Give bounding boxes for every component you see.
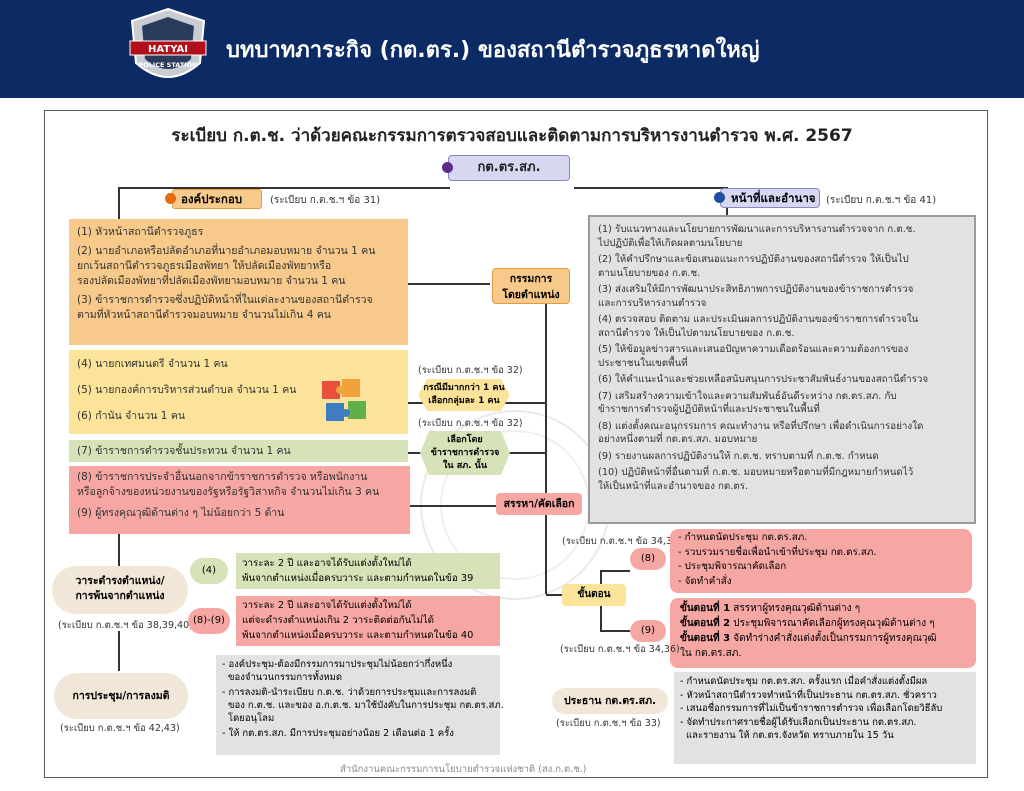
- steps-9-item: ขั้นตอนที่ 1 สรรหาผู้ทรงคุณวุฒิด้านต่าง …: [680, 601, 966, 616]
- top-node: กต.ตร.สภ.: [448, 155, 570, 181]
- connector: [574, 187, 726, 189]
- steps-key-9: (9): [630, 620, 666, 642]
- duty-item: (2) ให้คำปรึกษาและข้อเสนอแนะการปฏิบัติงา…: [598, 254, 909, 279]
- chair-ref: (ระเบียบ ก.ต.ช.ฯ ข้อ 33): [556, 718, 661, 729]
- composition-group-1: (1) หัวหน้าสถานีตำรวจภูธร (2) นายอำเภอหร…: [69, 219, 408, 345]
- chair-node: ประธาน กต.ตร.สภ.: [552, 688, 668, 714]
- composition-item: (6) กำนัน จำนวน 1 คน: [77, 410, 186, 422]
- connector: [546, 594, 566, 596]
- composition-item: (7) ข้าราชการตำรวจชั้นประทวน จำนวน 1 คน: [69, 440, 408, 462]
- chair-item: - จัดทำประกาศรายชื่อผู้ได้รับเลือกเป็นปร…: [680, 716, 917, 742]
- more-than-one-node: กรณีมีมากกว่า 1 คน เลือกกลุ่มละ 1 คน: [418, 379, 510, 411]
- steps-8-item: - จัดทำคำสั่ง: [678, 575, 732, 587]
- police-station-logo: HATYAI POLICE STATION: [129, 7, 207, 78]
- connector: [410, 505, 496, 507]
- steps-8-item: - ประชุมพิจารณาคัดเลือก: [678, 561, 787, 572]
- connector: [120, 187, 450, 189]
- meeting-node: การประชุม/การลงมติ: [54, 673, 188, 719]
- ref-label: (ระเบียบ ก.ต.ช.ฯ ข้อ 32): [418, 365, 523, 376]
- chair-item: - กำหนดนัดประชุม กต.ตร.สภ. ครั้งแรก เมื่…: [680, 676, 928, 687]
- ref-label: (ระเบียบ ก.ต.ช.ฯ ข้อ 32): [418, 418, 523, 429]
- chair-item: - เสนอชื่อกรรมการที่ไม่เป็นข้าราชการตำรว…: [680, 703, 943, 714]
- duties-list: (1) รับแนวทางและนโยบายการพัฒนาและการบริห…: [588, 215, 976, 524]
- duty-item: (5) ให้ข้อมูลข่าวสารและเสนอปัญหาความเดือ…: [598, 344, 909, 369]
- connector: [118, 187, 120, 219]
- by-position-node: กรรมการ โดยตำแหน่ง: [492, 268, 570, 304]
- step-text: ประชุมพิจารณาคัดเลือกผู้ทรงคุณวุฒิด้านต่…: [730, 618, 935, 629]
- meeting-item: - การลงมติ-นำระเบียบ ก.ต.ช. ว่าด้วยการปร…: [222, 687, 504, 724]
- bullet-dot: [442, 162, 453, 173]
- duty-item: (1) รับแนวทางและนโยบายการพัฒนาและการบริห…: [598, 224, 916, 249]
- connector: [118, 534, 120, 566]
- composition-item: (1) หัวหน้าสถานีตำรวจภูธร: [77, 226, 204, 238]
- chair-item: - หัวหน้าสถานีตำรวจทำหน้าที่เป็นประธาน ก…: [680, 689, 937, 701]
- bullet-dot: [165, 193, 176, 204]
- logo-text-top: HATYAI: [148, 44, 188, 55]
- connector: [545, 300, 547, 594]
- select-node: สรรหา/คัดเลือก: [496, 493, 582, 515]
- steps-ref-a: (ระเบียบ ก.ต.ช.ฯ ข้อ 34,35): [562, 536, 682, 547]
- logo-text-bottom: POLICE STATION: [138, 61, 197, 69]
- steps-8-item: - กำหนดนัดประชุม กต.ตร.สภ.: [678, 532, 808, 543]
- bullet-dot: [714, 192, 725, 203]
- duties-ref: (ระเบียบ ก.ต.ช.ฯ ข้อ 41): [826, 195, 937, 206]
- duty-item: (3) ส่งเสริมให้มีการพัฒนาประสิทธิภาพการป…: [598, 284, 914, 309]
- term-key-89: (8)-(9): [188, 608, 230, 634]
- step-number: ขั้นตอนที่ 2: [680, 618, 731, 629]
- puzzle-icon: [322, 379, 366, 421]
- duty-item: (9) รายงานผลการปฏิบัติงานให้ ก.ต.ช. ทราบ…: [598, 450, 879, 462]
- connector: [118, 631, 120, 671]
- meeting-list: - องค์ประชุม-ต้องมีกรรมการมาประชุมไม่น้อ…: [216, 655, 504, 755]
- steps-node: ขั้นตอน: [562, 584, 626, 606]
- composition-group-2: (4) นายกเทศมนตรี จำนวน 1 คน (5) นายกองค์…: [69, 350, 408, 434]
- connector: [600, 570, 630, 572]
- diagram-title: ระเบียบ ก.ต.ช. ว่าด้วยคณะกรรมการตรวจสอบแ…: [171, 126, 853, 146]
- duties-label: หน้าที่และอำนาจ: [720, 188, 820, 208]
- composition-ref: (ระเบียบ ก.ต.ช.ฯ ข้อ 31): [270, 195, 381, 206]
- steps-ref-b: (ระเบียบ ก.ต.ช.ฯ ข้อ 34,36): [560, 644, 680, 655]
- steps-9-item: ขั้นตอนที่ 3 จัดทำร่างคำสั่งแต่งตั้งเป็น…: [680, 631, 966, 661]
- step-number: ขั้นตอนที่ 3: [680, 633, 731, 644]
- composition-item: (3) ข้าราชการตำรวจซึ่งปฏิบัติหน้าที่ในแต…: [77, 294, 373, 321]
- composition-item: (9) ผู้ทรงคุณวุฒิด้านต่าง ๆ ไม่น้อยกว่า …: [77, 507, 285, 519]
- composition-item: (4) นายกเทศมนตรี จำนวน 1 คน: [77, 358, 228, 370]
- chosen-by-node: เลือกโดย ข้าราชการตำรวจ ใน สภ. นั้น: [420, 431, 510, 475]
- composition-label: องค์ประกอบ: [172, 189, 262, 209]
- term-node: วาระดำรงตำแหน่ง/ การพ้นจากตำแหน่ง: [52, 566, 188, 614]
- step-number: ขั้นตอนที่ 1: [680, 603, 731, 614]
- duty-item: (10) ปฏิบัติหน้าที่อื่นตามที่ ก.ต.ช. มอบ…: [598, 467, 914, 492]
- duty-item: (8) แต่งตั้งคณะอนุกรรมการ คณะทำงาน หรือท…: [598, 420, 924, 446]
- chair-list: - กำหนดนัดประชุม กต.ตร.สภ. ครั้งแรก เมื่…: [674, 672, 976, 764]
- meeting-item: - ให้ กต.ตร.สภ. มีการประชุมอย่างน้อย 2 เ…: [222, 728, 454, 739]
- page-title: บทบาทภาระกิจ (กต.ตร.) ของสถานีตำรวจภูธรห…: [226, 38, 760, 63]
- duty-item: (6) ให้คำแนะนำและช่วยเหลือสนับสนุนการประ…: [598, 374, 929, 385]
- meeting-item: - องค์ประชุม-ต้องมีกรรมการมาประชุมไม่น้อ…: [222, 659, 453, 683]
- composition-item: (5) นายกองค์การบริหารส่วนตำบล จำนวน 1 คน: [77, 384, 297, 396]
- connector: [408, 283, 490, 285]
- step-text: จัดทำร่างคำสั่งแต่งตั้งเป็นกรรมการผู้ทรง…: [680, 633, 937, 659]
- step-text: สรรหาผู้ทรงคุณวุฒิด้านต่าง ๆ: [730, 603, 861, 614]
- steps-key-8: (8): [630, 548, 666, 570]
- footer-credit: สำนักงานคณะกรรมการนโยบายตำรวจแห่งชาติ (ส…: [340, 764, 587, 775]
- steps-8-item: - รวบรวมรายชื่อเพื่อนำเข้าที่ประชุม กต.ต…: [678, 546, 877, 558]
- header-bar: HATYAI POLICE STATION บทบาทภาระกิจ (กต.ต…: [0, 0, 1024, 98]
- term-ref: (ระเบียบ ก.ต.ช.ฯ ข้อ 38,39,40): [58, 620, 193, 631]
- term-text-89: วาระละ 2 ปี และอาจได้รับแต่งตั้งใหม่ได้ …: [236, 596, 500, 646]
- steps-9-list: ขั้นตอนที่ 1 สรรหาผู้ทรงคุณวุฒิด้านต่าง …: [670, 598, 976, 668]
- duty-item: (4) ตรวจสอบ ติดตาม และประเมินผลการปฏิบัต…: [598, 314, 919, 339]
- composition-item: (2) นายอำเภอหรือปลัดอำเภอที่นายอำเภอมอบห…: [77, 245, 376, 287]
- term-key-4: (4): [190, 558, 228, 584]
- composition-item: (8) ข้าราชการประจำอื่นนอกจากข้าราชการตำร…: [77, 471, 380, 498]
- connector: [600, 630, 630, 632]
- steps-8-list: - กำหนดนัดประชุม กต.ตร.สภ. - รวบรวมรายชื…: [670, 529, 972, 593]
- term-text-4: วาระละ 2 ปี และอาจได้รับแต่งตั้งใหม่ได้ …: [236, 553, 500, 589]
- duty-item: (7) เสริมสร้างความเข้าใจและความสัมพันธ์อ…: [598, 390, 897, 416]
- meeting-ref: (ระเบียบ ก.ต.ช.ฯ ข้อ 42,43): [60, 723, 180, 734]
- composition-group-3: (8) ข้าราชการประจำอื่นนอกจากข้าราชการตำร…: [69, 466, 410, 534]
- steps-9-item: ขั้นตอนที่ 2 ประชุมพิจารณาคัดเลือกผู้ทรง…: [680, 616, 966, 631]
